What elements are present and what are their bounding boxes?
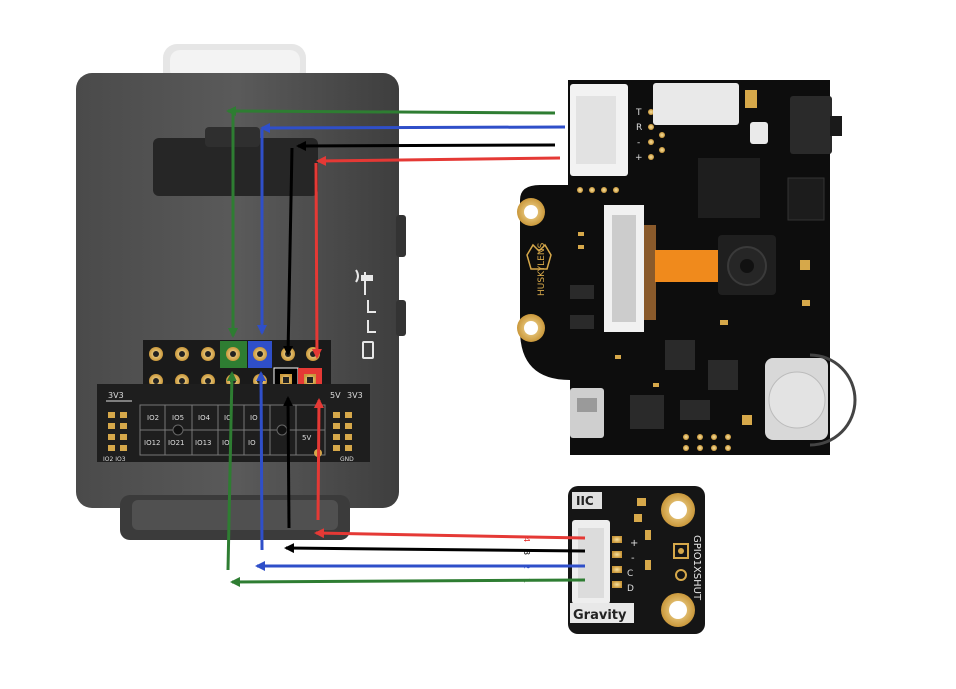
sensor-module: IIC + - C D GPIO1XSHUT Gravity 4 3 2 [522,486,705,634]
wire-black-camera [296,140,556,151]
label-5v-side: 5V [302,434,311,442]
label-io-d: IO [248,439,256,447]
controller-device: IO2 IO5 IO4 IO IO IO12 IO21 IO13 IO IO 5… [76,44,406,540]
label-io13: IO13 [195,439,211,447]
sensor-iic-label: IIC [576,494,594,508]
wire-green-camera [226,106,556,117]
conn-pin-minus: - [637,138,640,148]
label-5v-right: 5V [330,391,341,400]
sensor-pin-number-4: 4 [522,537,531,542]
controller-slot [153,138,318,196]
sensor-pin-d: D [627,584,634,594]
husky-logo-icon [526,243,552,270]
sensor-side-label: GPIO1XSHUT [691,535,702,601]
header-pin-hole [153,378,159,384]
conn-pin-plus: + [635,153,643,163]
right-pin-pads [333,412,352,451]
left-pin-pads [108,412,127,451]
label-io5: IO5 [172,414,184,422]
camera-top-chip [653,83,739,125]
camera-usb-port [570,388,604,438]
header-pin-hole [179,351,185,357]
conn-pin-r: R [636,123,642,133]
camera-round-button [768,371,826,429]
wire-red-camera [316,155,561,166]
wire-black-down [283,147,294,356]
wires [226,106,586,587]
header-pin-hole [310,351,316,357]
wire-black-sensor [284,543,586,554]
camera-ribbon [655,250,730,282]
wire-red-up [313,398,324,521]
label-3v3-right: 3V3 [347,391,363,400]
label-io2-io3: IO2 IO3 [103,456,126,463]
sensor-pin-number-3: 3 [522,550,531,555]
label-io12: IO12 [144,439,160,447]
sensor-pin-plus: + [630,538,638,549]
wire-blue-camera [260,122,566,133]
signal-icon [355,269,373,295]
wire-blue-up [256,371,267,551]
sensor-pin-minus: - [631,553,635,564]
camera-module: T R - + [517,80,857,455]
header-pin-hole [205,351,211,357]
camera-switch [790,96,832,154]
wire-green-sensor [230,576,586,587]
label-3v3-left: 3V3 [108,391,124,400]
label-gnd: GND [340,456,354,463]
header-pin-hole [179,378,185,384]
label-io4: IO4 [198,414,211,422]
conn-pin-t: T [635,108,642,118]
label-io21: IO21 [168,439,184,447]
usb-icon [362,300,376,359]
sensor-iic-label-bg [572,492,602,509]
side-button-lower [396,300,406,336]
label-io2: IO2 [147,414,159,422]
side-button-upper [396,215,406,257]
wire-green-up [226,371,237,571]
label-io-c: IO [222,439,230,447]
wire-red-sensor [314,528,586,540]
header-pin-hole [205,378,211,384]
sensor-brand-label: Gravity [573,608,627,623]
wire-red-down [311,162,322,359]
sensor-brand-bg [570,603,634,623]
sensor-pin-c: C [627,569,633,579]
label-io-a: IO [224,414,232,422]
label-io-b: IO [250,414,258,422]
camera-main-chip [698,158,760,218]
wire-black-up [283,396,294,529]
header-pin-hole [153,351,159,357]
